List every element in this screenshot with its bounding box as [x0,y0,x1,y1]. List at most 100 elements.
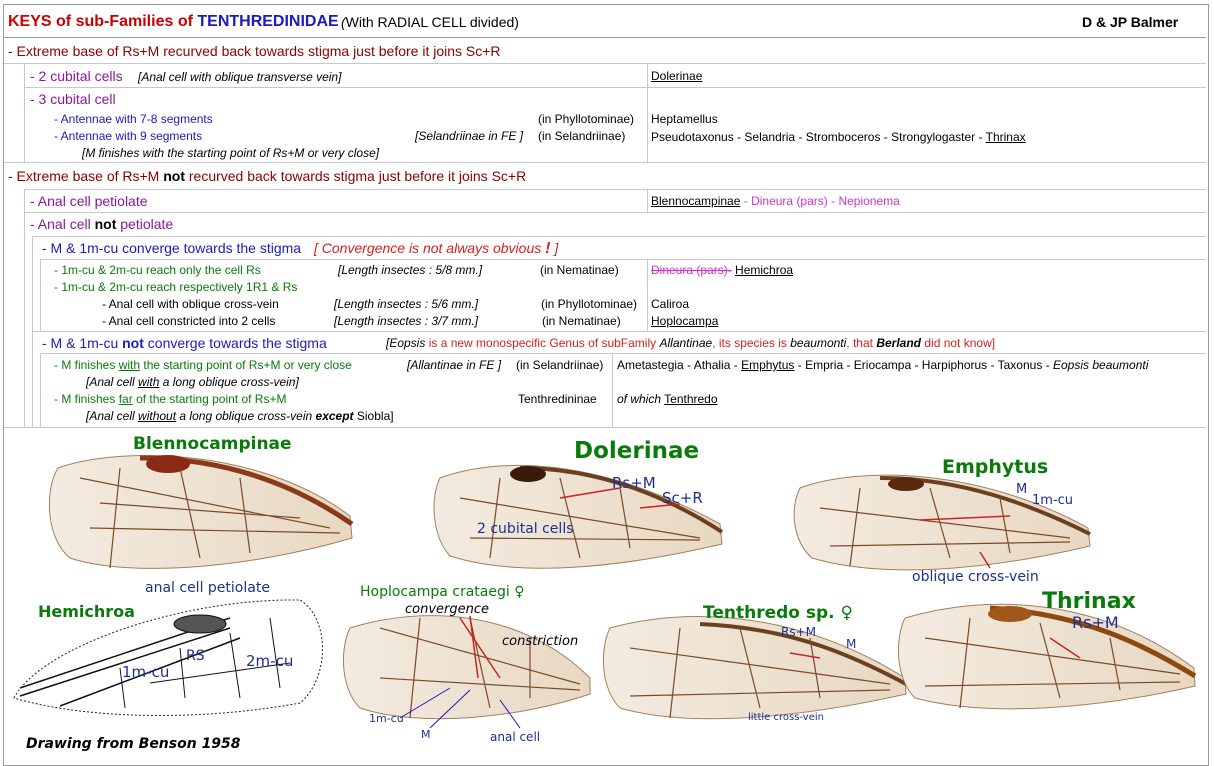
note-anal-with-b: with [138,375,160,389]
fig-dolerinae-title: Dolerinae [574,438,700,464]
indent-line [40,259,41,331]
row-divider [40,259,1206,260]
fig-hemichroa-rs: RS [186,648,205,664]
key-not-converge-a: - M & 1m-cu [42,335,119,351]
note-length-5-6: [Length insectes : 5/6 mm.] [334,297,479,311]
row-divider [40,353,1206,354]
result-dineura-nepionema: - Dineura (pars) - Nepionema [743,194,900,208]
row-divider [4,63,1206,64]
result-column-line [647,63,648,87]
indent-line [24,189,25,427]
key-not-converge: - M & 1m-cu not converge towards the sti… [42,335,327,351]
fig-dolerinae-scr: Sc+R [662,489,703,507]
result-genera-list: Pseudotaxonus - Selandria - Stromboceros… [651,130,983,144]
note-anal-without-a: [Anal cell [86,409,135,423]
result-heptamellus: Heptamellus [651,112,718,126]
note-eopsis-c: Allantinae [659,336,713,350]
note-anal-without: [Anal cell without a long oblique cross-… [86,409,394,423]
result-dineura-struck: Dineura (pars)- [651,263,732,277]
title-paren: ( [341,14,346,30]
fig-thrinax-title: Thrinax [1042,589,1136,614]
note-convergence-text: [ Convergence is not always obvious [314,240,542,256]
row-divider [4,162,1206,163]
key-1r1-rs: - 1m-cu & 2m-cu reach respectively 1R1 &… [54,280,298,294]
hemichroa-drawing [13,599,323,716]
couplet-1b-start: - Extreme base of Rs+M [8,168,160,184]
fig-hoplocampa-m: M [421,728,431,741]
result-emphytus[interactable]: Emphytus [741,358,795,372]
hoplocampa-wing [342,615,591,729]
result-caliroa: Caliroa [651,297,690,311]
key-anal-not-petiolate-not: not [94,216,117,232]
row-divider [24,87,1206,88]
fig-dolerinae-cubital: 2 cubital cells [477,521,574,537]
result-hemichroa[interactable]: Hemichroa [735,263,794,277]
note-eopsis-h: did not know] [924,336,996,350]
indent-line [40,353,41,427]
key-cell-rs: - 1m-cu & 2m-cu reach only the cell Rs [54,263,261,277]
note-convergence-close: ] [554,240,559,256]
mid-phyllotominae: (in Phyllotominae) [538,112,635,126]
note-eopsis: [Eopsis is a new monospecific Genus of s… [386,336,995,350]
note-eopsis-g: Berland [876,336,922,350]
result-tenthredo-row: of which Tenthredo [617,392,718,406]
title-rest: With RADIAL CELL divided) [345,14,519,30]
note-anal-with-a: [Anal cell [86,375,135,389]
fig-emphytus-caption: oblique cross-vein [912,569,1039,585]
fig-hoplocampa-anal: anal cell [490,730,541,744]
note-anal-without-d: except [315,409,354,423]
fig-tenthredo-title: Tenthredo sp. ♀ [703,603,853,623]
indent-line [24,63,25,163]
row-divider [24,212,1206,213]
note-eopsis-a: [Eopsis [386,336,426,350]
note-eopsis-f: , that [846,336,873,350]
note-anal-without-b: without [138,409,177,423]
key-2-cubital: - 2 cubital cells [30,68,123,84]
key-anal-not-petiolate: - Anal cell not petiolate [30,216,173,232]
fig-tenthredo-caption: little cross-vein [748,712,824,723]
result-allantinae-genera: Ametastegia - Athalia - Emphytus - Empri… [617,358,1148,372]
mid-nematinae-2: (in Nematinae) [542,314,621,328]
result-dolerinae[interactable]: Dolerinae [651,69,703,83]
fig-hemichroa-2mcu: 2m-cu [246,652,294,670]
result-of-which: of which [617,392,662,406]
result-column-line [647,87,648,162]
fig-hemichroa-1mcu: 1m-cu [122,663,170,681]
title: KEYS of sub-Families of TENTHREDINIDAE [8,13,339,31]
note-m-finishes: [M finishes with the starting point of R… [82,146,380,160]
note-selandriinae-fe: [Selandriinae in FE ] [415,129,524,143]
couplet-1b-end: recurved back towards stigma just before… [188,168,527,184]
mid-tenthredininae: Tenthredininae [518,392,597,406]
key-m-finishes-far-b: far [118,392,133,406]
indent-line [32,236,33,427]
thrinax-wing [897,603,1197,710]
wing-figures [13,455,1197,729]
mid-phyllotominae-2: (in Phyllotominae) [541,297,638,311]
mid-nematinae: (in Nematinae) [540,263,619,277]
emphytus-wing [793,474,1091,571]
fig-blennocampinae-caption: anal cell petiolate [145,580,270,596]
note-convergence: [ Convergence is not always obvious ! ] [314,240,558,258]
result-blennocampinae[interactable]: Blennocampinae [651,194,741,208]
row-divider [32,331,1206,332]
key-3-cubital: - 3 cubital cell [30,91,116,107]
result-selandriinae-genera: Pseudotaxonus - Selandria - Stromboceros… [651,130,1026,144]
title-subtitle: (With RADIAL CELL divided) [341,14,519,30]
note-anal-without-e: Siobla] [356,409,394,423]
fig-hemichroa-title: Hemichroa [38,602,135,621]
result-ametastegia: Ametastegia - Athalia - [617,358,738,372]
result-thrinax[interactable]: Thrinax [985,130,1026,144]
fig-hoplocampa-1mcu: 1m-cu [369,712,404,725]
key-m-finishes-far: - M finishes far of the starting point o… [54,392,286,406]
key-not-converge-c: converge towards the stigma [147,335,327,351]
note-anal-with: [Anal cell with a long oblique cross-vei… [86,375,299,389]
key-anal-petiolate: - Anal cell petiolate [30,193,148,209]
result-column-line [647,259,648,331]
result-tenthredo[interactable]: Tenthredo [664,392,718,406]
key-m-finishes-with-c: the starting point of Rs+M or very close [143,358,352,372]
authors: D & JP Balmer [1082,14,1179,30]
title-keys: KEYS of sub-Families of [8,13,193,30]
couplet-1b: - Extreme base of Rs+M not recurved back… [8,168,526,184]
result-hoplocampa[interactable]: Hoplocampa [651,314,719,328]
row-divider [4,427,1206,428]
